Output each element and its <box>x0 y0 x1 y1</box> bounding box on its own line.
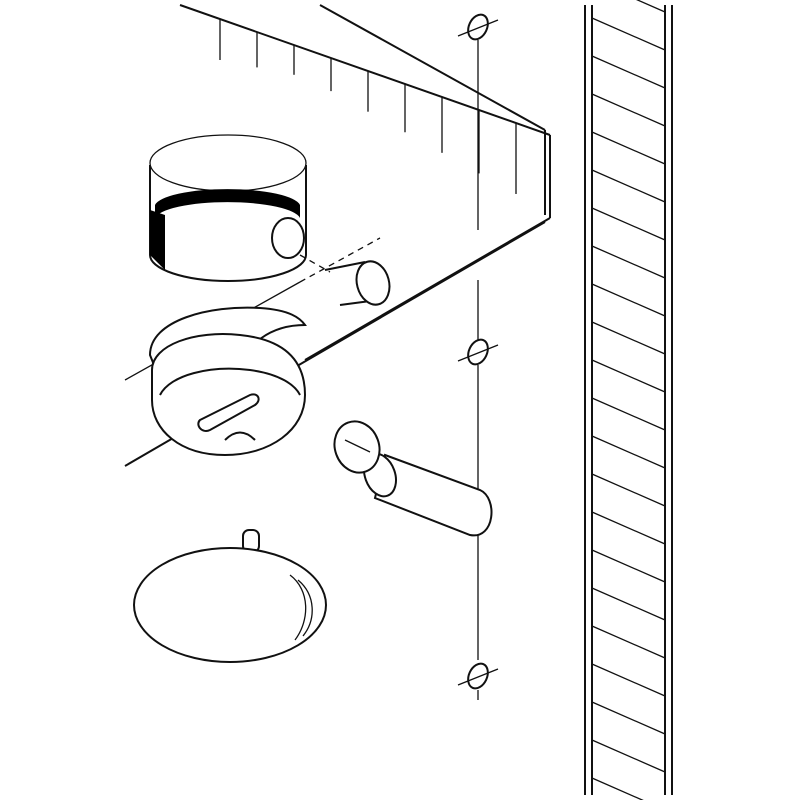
hole-middle <box>457 338 499 366</box>
panel-hatching <box>591 0 666 800</box>
connecting-bolt <box>333 420 493 537</box>
hatch-line <box>591 663 666 697</box>
edge-hatching <box>219 19 517 194</box>
hatch-line <box>591 511 666 545</box>
cam-lock <box>148 306 307 457</box>
hatch-line <box>636 0 666 13</box>
side-panel <box>584 0 673 800</box>
hatch-line <box>591 207 666 241</box>
hole-bottom <box>457 662 499 690</box>
hatch-line <box>591 625 666 659</box>
hatch-line <box>591 17 666 51</box>
hatch-line <box>591 359 666 393</box>
hatch-line <box>591 283 666 317</box>
hatch-line <box>591 777 644 800</box>
hatch-line <box>591 739 666 773</box>
hatch-line <box>591 397 666 431</box>
hatch-line <box>591 435 666 469</box>
hatch-line <box>591 245 666 279</box>
cover-cap <box>133 529 327 663</box>
cam-bore-hole <box>149 134 331 282</box>
hatch-line <box>591 55 666 89</box>
hatch-line <box>591 169 666 203</box>
hatch-line <box>591 701 666 735</box>
hatch-line <box>591 321 666 355</box>
hatch-line <box>591 587 666 621</box>
hole-top <box>457 13 499 41</box>
hatch-line <box>591 549 666 583</box>
hatch-line <box>591 131 666 165</box>
dowel-hole <box>324 260 391 306</box>
drill-axis <box>457 13 499 700</box>
hatch-line <box>591 93 666 127</box>
hatch-line <box>591 473 666 507</box>
